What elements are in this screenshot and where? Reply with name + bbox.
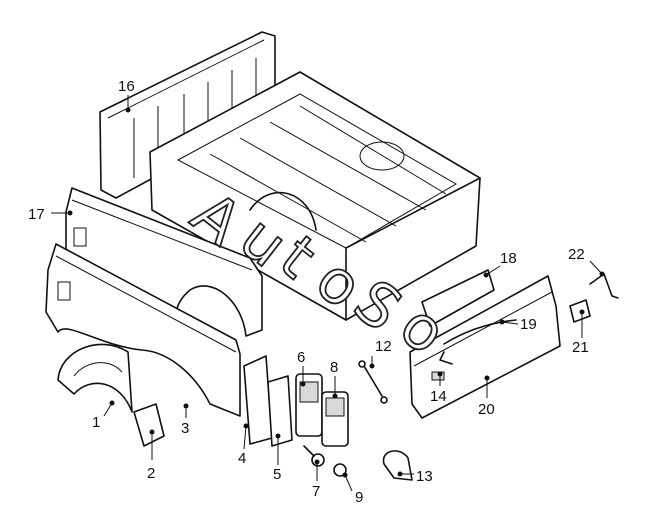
part-3-side-panel [45,243,241,417]
part-20-tailgate [409,275,561,419]
callout-labels: 1 2 3 4 5 6 7 8 9 12 13 14 16 17 18 19 2… [28,78,589,506]
part-13-hinge [382,450,413,481]
part-2-bracket [133,403,165,447]
callout-9: 9 [355,489,363,506]
callout-14: 14 [430,388,447,405]
callout-22: 22 [568,246,585,263]
callout-5: 5 [273,466,281,483]
callout-17: 17 [28,206,45,223]
callout-13: 13 [416,468,433,485]
callout-6: 6 [297,349,305,366]
callout-2: 2 [147,465,155,482]
pickup-bed-body [149,71,481,321]
callout-12: 12 [375,338,392,355]
part-22-striker [589,273,619,299]
part-4-corner-pillar [243,355,273,445]
part-16-front-panel [99,31,276,199]
callout-1: 1 [92,414,100,431]
part-5-corner-trim [267,375,293,447]
part-1-wheel-house [57,343,133,413]
callout-18: 18 [500,250,517,267]
part-8-rear-lamp [321,391,349,447]
part-6-rear-lamp [295,373,323,437]
part-9-bulb-socket [333,463,347,477]
callout-8: 8 [330,359,338,376]
callout-20: 20 [478,401,495,418]
part-7-bulb-socket [303,445,325,467]
callout-21: 21 [572,339,589,356]
callout-16: 16 [118,78,135,95]
callout-4: 4 [238,450,246,467]
callout-3: 3 [181,420,189,437]
callout-leaders [51,95,605,492]
part-18-tailgate-panel [421,269,495,327]
callout-7: 7 [312,483,320,500]
callout-19: 19 [520,316,537,333]
part-19-handle-linkage [439,319,517,365]
part-12-support-cable [358,360,388,404]
